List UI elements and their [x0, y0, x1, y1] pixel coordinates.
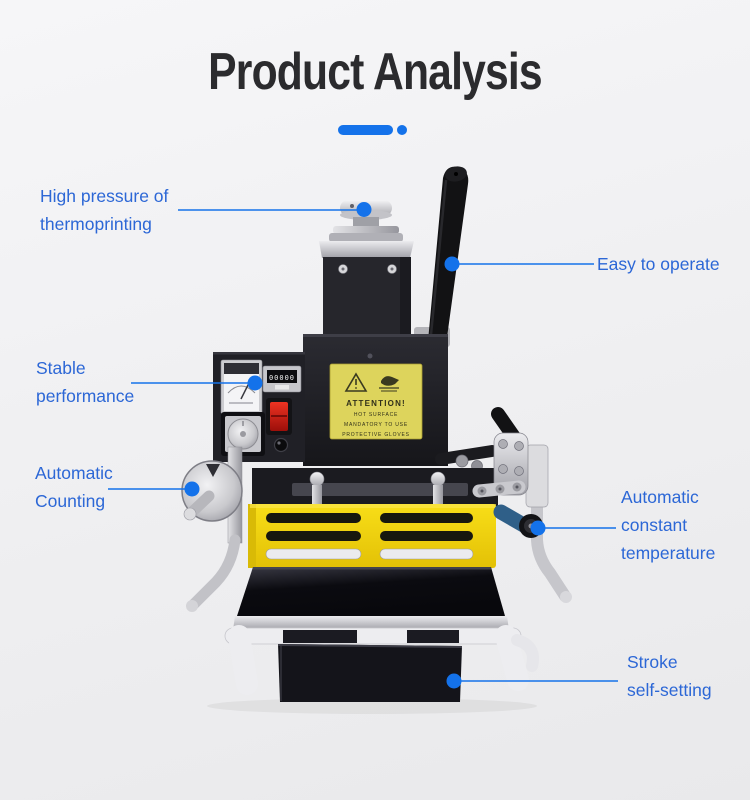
callout-line-text: temperature	[621, 543, 716, 563]
warning-label: ATTENTION! HOT SURFACE MANDATORY TO USE …	[329, 363, 423, 440]
callout-line-text: self-setting	[627, 680, 712, 700]
callout-dot-temperature	[530, 520, 546, 536]
pressure-knob	[329, 200, 403, 242]
callout-stable-performance: Stable performance	[36, 354, 134, 410]
machine-head: ATTENTION! HOT SURFACE MANDATORY TO USE …	[303, 334, 448, 466]
page-title: Product Analysis	[208, 43, 542, 101]
adjust-bolt-icon	[309, 471, 325, 487]
callout-line-text: thermoprinting	[40, 214, 152, 234]
warning-line3: MANDATORY TO USE	[344, 422, 408, 428]
callout-connectors	[108, 209, 618, 682]
warning-line2: HOT SURFACE	[354, 412, 398, 418]
callout-stroke-self-setting: Stroke self-setting	[627, 648, 712, 704]
machine-column	[319, 241, 414, 338]
operating-handle	[414, 166, 469, 352]
callout-automatic-counting: Automatic Counting	[35, 459, 113, 515]
callout-line-text: Automatic	[35, 463, 113, 483]
warning-title: ATTENTION!	[346, 399, 406, 408]
callout-dot-stable	[247, 375, 263, 391]
callout-constant-temperature: Automatic constant temperature	[621, 483, 715, 567]
callout-line-text: constant	[621, 515, 688, 535]
callout-dot-easy-operate	[444, 256, 460, 272]
base-frame	[224, 625, 539, 695]
callout-easy-operate: Easy to operate	[597, 250, 720, 278]
digital-counter: 00000	[262, 365, 302, 393]
underline-dash-icon	[338, 125, 393, 135]
callout-line-text: Easy to operate	[597, 254, 720, 274]
work-table	[233, 567, 509, 630]
callout-line-text: Stable	[36, 358, 86, 378]
control-panel: 00000	[213, 352, 305, 462]
callout-dot-high-pressure	[356, 202, 372, 217]
analog-gauge	[220, 359, 263, 415]
power-switch[interactable]	[266, 398, 292, 435]
callout-line-text: Counting	[35, 491, 106, 511]
warning-line4: PROTECTIVE GLOVES	[342, 432, 410, 438]
protective-glove-icon	[381, 376, 399, 386]
adjust-bolt-icon	[430, 471, 446, 487]
timer-dial[interactable]	[221, 412, 265, 456]
callout-dot-counting	[184, 481, 200, 497]
heat-plate-guard	[248, 504, 496, 568]
frame-leg	[495, 625, 529, 691]
base-box	[277, 644, 463, 702]
counter-readout: 00000	[269, 374, 295, 382]
callout-dots	[184, 202, 546, 689]
frame-leg	[228, 625, 258, 695]
callout-line-text: Stroke	[627, 652, 678, 672]
underline-dot-icon	[397, 125, 407, 135]
callout-high-pressure: High pressure of thermoprinting	[40, 182, 168, 238]
counter-wheel-assembly	[181, 446, 243, 612]
callout-dot-stroke	[446, 673, 462, 689]
callout-line-text: performance	[36, 386, 135, 406]
hot-surface-warning-icon	[344, 372, 368, 392]
callout-line-text: Automatic	[621, 487, 699, 507]
heating-plate-mount	[252, 468, 498, 508]
adjust-knob[interactable]	[273, 437, 289, 453]
callout-line-text: High pressure of	[40, 186, 169, 206]
